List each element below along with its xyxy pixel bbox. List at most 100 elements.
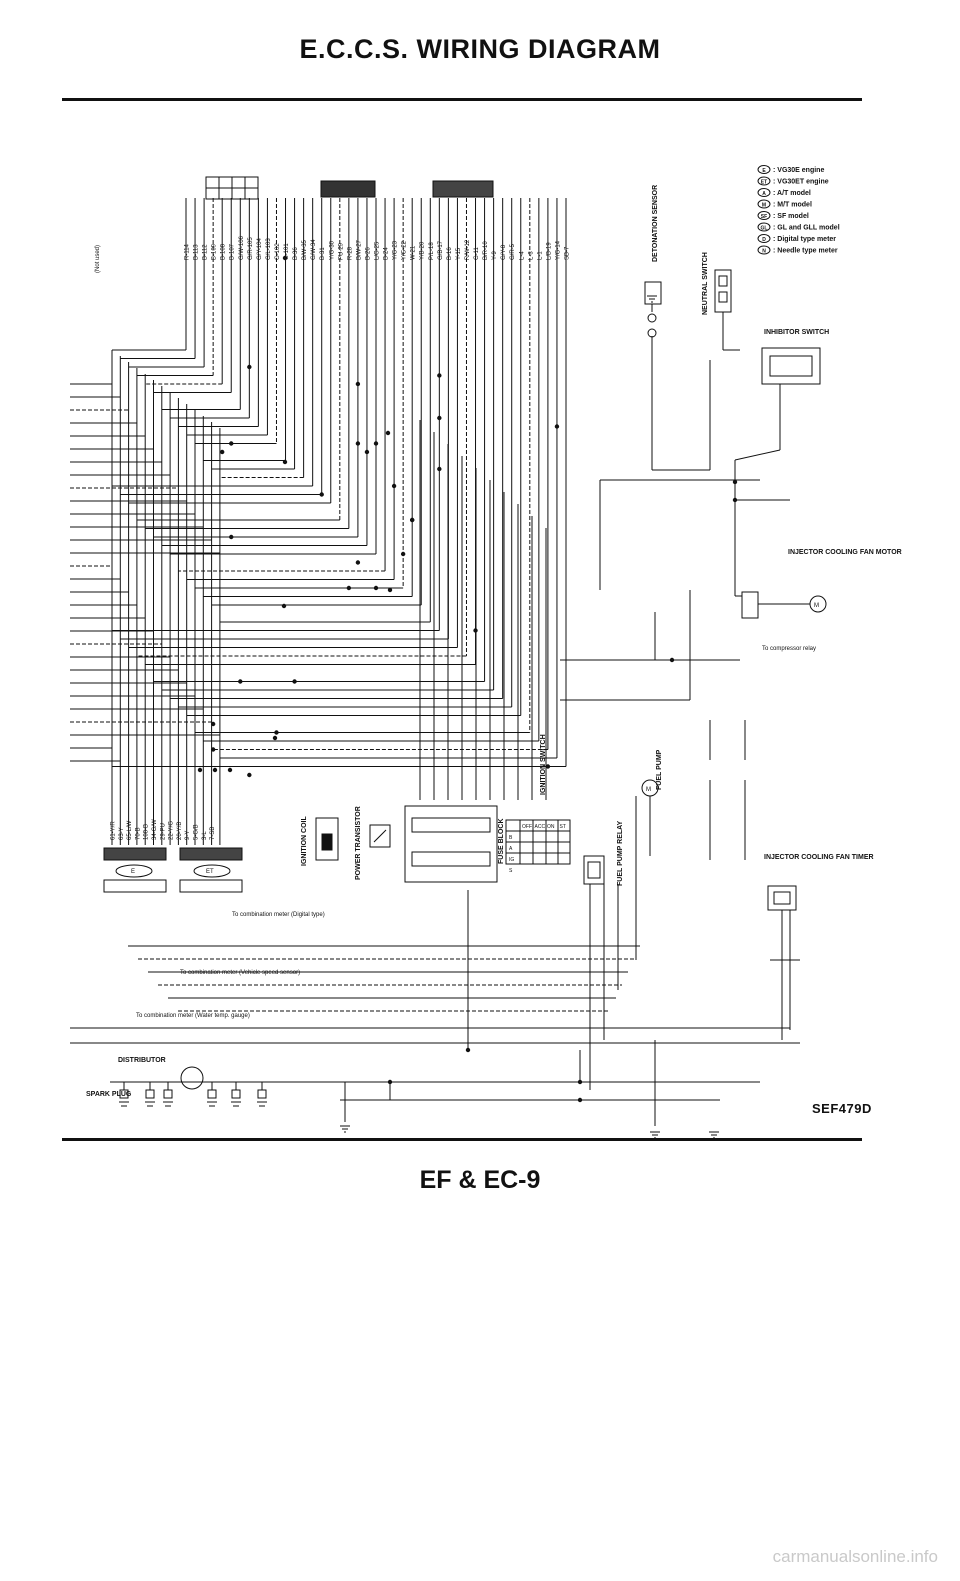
junction-dot — [554, 424, 560, 429]
svg-text:A: A — [762, 191, 766, 197]
distributor-label: DISTRIBUTOR — [118, 1057, 166, 1064]
bottom-rule — [62, 1138, 862, 1141]
wire-label: G-101 — [284, 243, 290, 260]
connector-e-tag: E — [131, 869, 135, 875]
connector-et-tag: ET — [206, 869, 214, 875]
neutral-switch-label: NEUTRAL SWITCH — [702, 252, 709, 315]
fan-timer-symbol — [767, 885, 797, 911]
legend-item: ET: VG30ET engine — [757, 176, 829, 186]
wire-label: G/W-106 — [239, 235, 245, 260]
page-footer: EF & EC-9 — [419, 1166, 541, 1194]
junction-dot — [385, 430, 391, 436]
svg-text:: Digital type meter: : Digital type meter — [773, 236, 836, 243]
junction-dot — [473, 628, 478, 633]
fuel-pump-relay-symbol — [583, 855, 605, 885]
junction-dot — [272, 735, 278, 741]
spark-plug — [119, 1089, 129, 1099]
wire-label: PU-29 — [338, 242, 344, 260]
wire-label: R/W-12 — [465, 239, 471, 260]
page-title: E.C.C.S. WIRING DIAGRAM — [299, 34, 661, 64]
fuse-block-symbol — [404, 805, 498, 883]
wire-label: 63-Y — [119, 827, 125, 840]
ignition-coil-symbol — [315, 817, 339, 861]
junction-dot — [355, 441, 361, 446]
junction-dot — [346, 585, 352, 591]
wire-label: L-3 — [528, 251, 534, 260]
svg-text:GL: GL — [761, 226, 768, 232]
ecu-connector-b — [320, 180, 376, 198]
wire-label: G/R-5 — [510, 243, 516, 260]
svg-text:N: N — [762, 249, 766, 255]
spark-plug — [231, 1089, 241, 1099]
ignition-row: A — [509, 846, 513, 852]
ignition-header: ON — [547, 824, 555, 830]
watermark: carmanualsonline.info — [772, 1547, 938, 1566]
wire-label: B-109 — [212, 243, 218, 260]
spark-plug — [163, 1089, 173, 1099]
junction-dot — [373, 585, 379, 591]
wire-label: Y/G-23 — [393, 240, 399, 260]
junction-dot — [669, 657, 675, 663]
wire-label: 3-L — [202, 831, 208, 840]
spark-plug — [257, 1089, 267, 1099]
junction-dot — [732, 497, 738, 503]
wire-label: 108-B — [144, 824, 150, 840]
wire-label: G/R-105 — [248, 237, 254, 260]
svg-text:E: E — [762, 168, 766, 174]
digital-meter-callout: To combination meter (Digital type) — [232, 912, 325, 918]
detonation-sensor-label: DETONATION SENSOR — [652, 185, 659, 262]
top-rule — [62, 98, 862, 101]
fuse-block-label: FUSE BLOCK — [498, 819, 505, 865]
wire-label: Y/G-22 — [402, 240, 408, 260]
fan-timer-label: INJECTOR COOLING FAN TIMER — [764, 854, 874, 861]
svg-text:: GL and GLL model: : GL and GLL model — [773, 225, 840, 232]
wire-label: 22-Y/G — [169, 821, 175, 840]
ignition-switch-label: IGNITION SWITCH — [540, 734, 547, 795]
junction-dot — [545, 764, 551, 769]
wire-label: B-108 — [221, 243, 227, 260]
wire-label: G-102 — [275, 243, 281, 260]
wire-label: 29-PU — [160, 823, 166, 840]
spark-plug-group — [119, 1082, 267, 1107]
ignition-row: S — [509, 868, 513, 874]
wire-label: B-31 — [320, 247, 326, 260]
junction-dot — [247, 364, 252, 370]
wire-label: 5-G/B — [194, 824, 200, 840]
wire-label: B-24 — [384, 247, 390, 260]
svg-text:M: M — [762, 203, 766, 209]
wire-label: 70-B — [135, 827, 141, 840]
junction-dot — [247, 772, 252, 778]
fuel-pump-symbol: M — [641, 779, 659, 797]
junction-dot — [227, 767, 233, 773]
junction-dot — [465, 1047, 471, 1053]
wire-label: L/B-19 — [546, 242, 552, 260]
wire-label: B-26 — [365, 247, 371, 260]
wire-label: G/B-17 — [438, 240, 444, 260]
wire — [734, 449, 781, 461]
spark-plug — [145, 1089, 155, 1099]
fuel-pump-relay-label: FUEL PUMP RELAY — [617, 820, 624, 886]
wire-label: B-113 — [194, 244, 200, 260]
distributor-symbol — [180, 1066, 204, 1090]
junction-dot — [391, 483, 397, 489]
fan-motor-label: INJECTOR COOLING FAN MOTOR — [788, 549, 902, 556]
wire-label: 61-Y/R — [111, 821, 117, 840]
junction-dot — [577, 1079, 583, 1085]
wire-label: L/G-25 — [375, 241, 381, 260]
legend-item: E: VG30E engine — [757, 165, 824, 174]
ecu-connector-a — [205, 176, 259, 200]
wire-label: B-36 — [293, 247, 299, 260]
svg-text:: SF model: : SF model — [773, 213, 809, 220]
junction-dot — [282, 255, 288, 261]
wire-label: B/W-35 — [302, 239, 308, 260]
wire-label: G-11 — [474, 246, 480, 260]
wire-label: R-28 — [347, 246, 353, 260]
junction-dot — [197, 767, 203, 773]
wire-label: R-114 — [185, 243, 191, 260]
wire-label: L-4 — [519, 251, 525, 260]
svg-text:M: M — [814, 603, 819, 609]
svg-text:ET: ET — [761, 180, 767, 186]
legend-item: N: Needle type meter — [757, 245, 838, 255]
wire-label: 34-G/W — [152, 819, 158, 840]
